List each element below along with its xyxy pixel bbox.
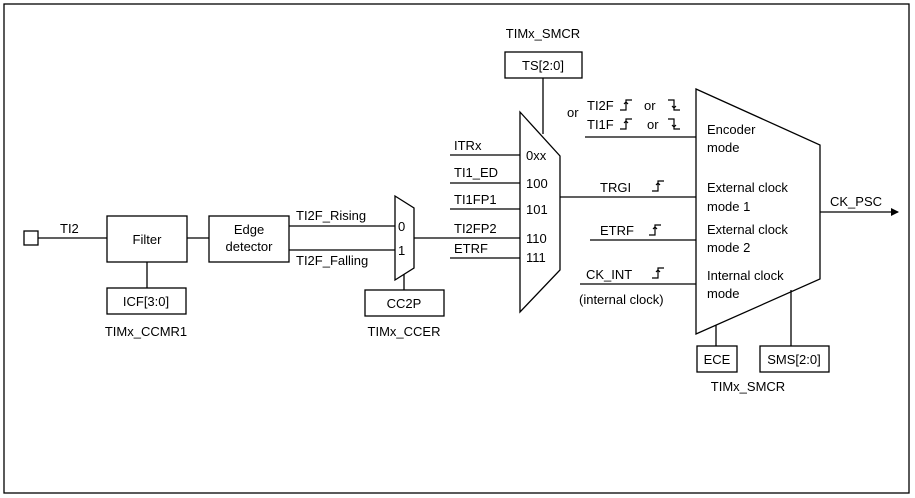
smcr-register-label: TIMx_SMCR bbox=[711, 379, 785, 394]
falling-label: TI2F_Falling bbox=[296, 253, 368, 268]
trigger-input-ti1-ed: TI1_ED bbox=[454, 165, 498, 180]
filter-label: Filter bbox=[133, 232, 163, 247]
trigger-code-110: 110 bbox=[526, 231, 547, 246]
ti2-label: TI2 bbox=[60, 221, 79, 236]
polarity-mux bbox=[394, 194, 415, 282]
trigger-code-111: 111 bbox=[526, 250, 546, 265]
mode-ext2-2: mode 2 bbox=[707, 240, 750, 255]
trigger-code-0xx: 0xx bbox=[526, 148, 547, 163]
trigger-input-ti2fp2: TI2FP2 bbox=[454, 221, 497, 236]
rising-edge-icon bbox=[620, 118, 632, 130]
etrf-label: ETRF bbox=[600, 223, 634, 238]
cc2p-register-box bbox=[364, 289, 445, 317]
rising-label: TI2F_Rising bbox=[296, 208, 366, 223]
ece-label: ECE bbox=[704, 352, 731, 367]
mode-internal-2: mode bbox=[707, 286, 740, 301]
mode-ext1-1: External clock bbox=[707, 180, 788, 195]
edge-detector-label-1: Edge bbox=[234, 222, 264, 237]
trigger-input-itrx: ITRx bbox=[454, 138, 482, 153]
trgi-label: TRGI bbox=[600, 180, 631, 195]
trigger-mux bbox=[519, 110, 561, 314]
cc2p-label: CC2P bbox=[387, 296, 422, 311]
rising-edge-icon bbox=[652, 267, 664, 279]
ece-register-box bbox=[696, 345, 738, 373]
trigger-code-100: 100 bbox=[526, 176, 548, 191]
encoder-ti1f-label: TI1F bbox=[587, 117, 614, 132]
edge-detector-block bbox=[208, 215, 290, 263]
ck-int-label: CK_INT bbox=[586, 267, 632, 282]
mode-ext2-1: External clock bbox=[707, 222, 788, 237]
slave-mode-controller bbox=[695, 87, 821, 335]
rising-edge-icon bbox=[649, 224, 661, 236]
ck-int-note: (internal clock) bbox=[579, 292, 664, 307]
polarity-mux-input-0: 0 bbox=[398, 219, 405, 234]
falling-edge-icon bbox=[668, 118, 680, 130]
encoder-or-prefix: or bbox=[567, 105, 579, 120]
figure-frame bbox=[3, 3, 910, 494]
ccer-register-label: TIMx_CCER bbox=[368, 324, 441, 339]
ck-psc-label: CK_PSC bbox=[830, 194, 882, 209]
ti2-input-pin bbox=[23, 230, 39, 246]
rising-edge-icon bbox=[652, 180, 664, 192]
mode-encoder-1: Encoder bbox=[707, 122, 756, 137]
ts-label: TS[2:0] bbox=[522, 58, 564, 73]
falling-edge-icon bbox=[668, 99, 680, 111]
mode-encoder-2: mode bbox=[707, 140, 740, 155]
polarity-mux-input-1: 1 bbox=[398, 243, 405, 258]
ccmr1-register-label: TIMx_CCMR1 bbox=[105, 324, 187, 339]
encoder-or-2: or bbox=[647, 117, 659, 132]
ts-register-label: TIMx_SMCR bbox=[506, 26, 580, 41]
sms-register-box bbox=[759, 345, 830, 373]
sms-label: SMS[2:0] bbox=[767, 352, 820, 367]
mode-ext1-2: mode 1 bbox=[707, 199, 750, 214]
trigger-input-etrf: ETRF bbox=[454, 241, 488, 256]
filter-block bbox=[106, 215, 188, 263]
icf-label: ICF[3:0] bbox=[123, 294, 169, 309]
encoder-or-1: or bbox=[644, 98, 656, 113]
rising-edge-icon bbox=[620, 99, 632, 111]
encoder-ti2f-label: TI2F bbox=[587, 98, 614, 113]
icf-register-box bbox=[106, 287, 187, 315]
mode-internal-1: Internal clock bbox=[707, 268, 784, 283]
trigger-code-101: 101 bbox=[526, 202, 548, 217]
trigger-input-ti1fp1: TI1FP1 bbox=[454, 192, 497, 207]
edge-detector-label-2: detector bbox=[226, 239, 274, 254]
